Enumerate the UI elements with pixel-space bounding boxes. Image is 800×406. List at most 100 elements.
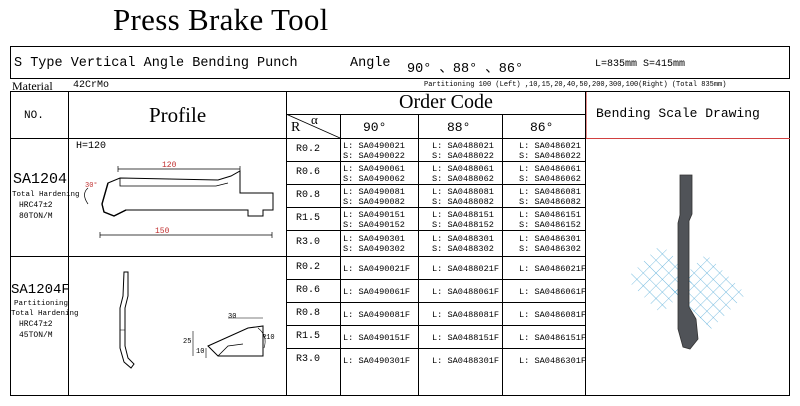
s2-model: SA1204F [11, 282, 70, 298]
s1-row-line-1 [286, 161, 586, 162]
s2-row-line-3 [286, 325, 586, 326]
s1-row-line-4 [286, 230, 586, 231]
s2-r-3: R1.5 [296, 331, 321, 342]
bending-header-bottom [586, 138, 790, 139]
table-top-border [10, 91, 790, 92]
s1-row-line-2 [286, 184, 586, 185]
dimension-label: L=835mm S=415mm [595, 59, 686, 70]
s1-r-0: R0.2 [296, 144, 321, 155]
s2-tonnage: 45TON/M [19, 331, 53, 340]
col-divider-88 [502, 114, 503, 396]
s2-code-86-1: L: SA0486061F [519, 287, 587, 297]
bending-header-side [586, 92, 587, 138]
s2-dim-r: R10 [262, 334, 275, 342]
s1-code-86-1-s: S: SA0486062 [519, 174, 581, 184]
s2-r-0: R0.2 [296, 262, 321, 273]
table-right-border [789, 91, 790, 396]
angle-values: 90° 、88° 、86° [407, 62, 524, 77]
material-label: Material [12, 79, 53, 93]
s2-code-90-1: L: SA0490061F [343, 287, 411, 297]
s2-dim-30: 30 [228, 313, 237, 321]
s1-code-86-3-l: L: SA0486151 [519, 210, 581, 220]
s1-code-88-1-l: L: SA0488061 [432, 164, 494, 174]
s1-dim-30: 30° [85, 182, 98, 190]
s1-code-88-1-s: S: SA0488062 [432, 174, 494, 184]
header-90: 90° [363, 120, 387, 135]
s1-code-86-3-s: S: SA0486152 [519, 220, 581, 230]
header-row-bottom [10, 138, 586, 139]
s1-model: SA1204 [13, 171, 68, 188]
s2-r-4: R3.0 [296, 354, 321, 365]
s2-code-86-2: L: SA0486081F [519, 310, 587, 320]
s1-code-90-1-l: L: SA0490061 [343, 164, 405, 174]
s1-code-88-3-l: L: SA0488151 [432, 210, 494, 220]
s1-hardening: Total Hardening [12, 191, 80, 199]
col-divider-profile [286, 91, 287, 396]
s1-dim-120: 120 [162, 161, 177, 170]
s1-code-90-0-s: S: SA0490022 [343, 151, 405, 161]
s1-code-86-2-l: L: SA0486081 [519, 187, 581, 197]
s1-code-86-1-l: L: SA0486061 [519, 164, 581, 174]
s2-row-line-2 [286, 302, 586, 303]
order-code-underline [286, 114, 586, 115]
s1-code-86-4-s: S: SA0486302 [519, 244, 581, 254]
s1-code-86-0-l: L: SA0486021 [519, 141, 581, 151]
angle-label: Angle [350, 56, 391, 71]
header-right-border [789, 46, 790, 78]
s1-code-88-3-s: S: SA0488152 [432, 220, 494, 230]
s1-code-90-0-l: L: SA0490021 [343, 141, 405, 151]
material-value: 42CrMo [73, 80, 110, 91]
s1-code-90-3-s: S: SA0490152 [343, 220, 405, 230]
s1-code-86-4-l: L: SA0486301 [519, 234, 581, 244]
s1-code-88-4-s: S: SA0488302 [432, 244, 494, 254]
s2-profile-drawing [119, 271, 266, 369]
s1-r-2: R0.8 [296, 190, 321, 201]
s2-dim-25: 25 [183, 338, 192, 346]
header-alpha: α [311, 112, 318, 127]
s2-r-2: R0.8 [296, 308, 321, 319]
header-diagonal [286, 114, 341, 139]
header-order-code: Order Code [399, 91, 493, 113]
s2-code-86-4: L: SA0486301F [519, 356, 587, 366]
col-divider-r [340, 114, 341, 396]
s2-row-line-4 [286, 348, 586, 349]
s1-dim-150: 150 [155, 227, 170, 236]
s1-code-88-2-l: L: SA0488081 [432, 187, 494, 197]
header-88: 88° [447, 120, 471, 135]
s1-hrc: HRC47±2 [19, 201, 53, 210]
table-bottom-border [10, 395, 790, 396]
s2-partitioning: Partitioning [14, 300, 69, 308]
header-divider [10, 78, 790, 79]
s2-code-90-0: L: SA0490021F [343, 264, 411, 274]
s1-code-90-2-l: L: SA0490081 [343, 187, 405, 197]
s2-code-90-2: L: SA0490081F [343, 310, 411, 320]
s1-code-88-0-s: S: SA0488022 [432, 151, 494, 161]
table-left-border [10, 91, 11, 396]
s2-code-86-3: L: SA0486151F [519, 333, 587, 343]
header-r: R [291, 120, 301, 135]
s1-r-4: R3.0 [296, 237, 321, 248]
s1-row-line-3 [286, 207, 586, 208]
header-top-border [10, 46, 790, 47]
s1-height-label: H=120 [76, 141, 107, 152]
header-bending-scale: Bending Scale Drawing [596, 106, 760, 121]
bending-scale-drawing [626, 174, 746, 350]
product-name: S Type Vertical Angle Bending Punch [14, 56, 298, 71]
s2-code-88-3: L: SA0488151F [432, 333, 500, 343]
col-divider-no [68, 91, 69, 396]
header-86: 86° [530, 120, 554, 135]
s2-code-88-4: L: SA0488301F [432, 356, 500, 366]
s1-code-90-2-s: S: SA0490082 [343, 197, 405, 207]
s2-row-line-1 [286, 279, 586, 280]
s1-code-86-0-s: S: SA0486022 [519, 151, 581, 161]
col-divider-86 [585, 91, 586, 396]
header-left-border [10, 46, 11, 78]
s1-code-86-2-s: S: SA0486082 [519, 197, 581, 207]
s1-code-88-4-l: L: SA0488301 [432, 234, 494, 244]
s1-code-88-2-s: S: SA0488082 [432, 197, 494, 207]
s2-code-88-0: L: SA0488021F [432, 264, 500, 274]
header-no: NO. [24, 110, 44, 122]
s1-r-1: R0.6 [296, 167, 321, 178]
s1-r-3: R1.5 [296, 213, 321, 224]
s1-profile-drawing [84, 166, 274, 238]
